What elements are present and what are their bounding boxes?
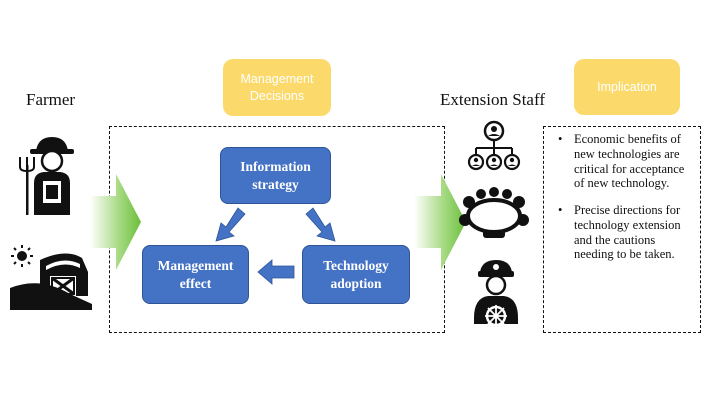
green-arrow-right <box>414 174 466 270</box>
management-decisions-tag: Management Decisions <box>223 59 331 116</box>
management-effect-node: Management effect <box>142 245 249 304</box>
implication-tag: Implication <box>574 59 680 115</box>
arrow-technology-to-management <box>257 259 295 285</box>
arrow-info-to-management <box>215 207 246 242</box>
arrow-info-to-technology <box>305 207 336 242</box>
org-chart-icon <box>467 120 521 171</box>
implication-item: Economic benefits of new technologies ar… <box>552 132 696 191</box>
implication-item: Precise directions for technology extens… <box>552 203 696 262</box>
barn-icon <box>10 253 92 310</box>
implication-list: Economic benefits of new technologies ar… <box>552 132 696 274</box>
technology-adoption-node: Technology adoption <box>302 245 410 304</box>
implication-box <box>543 126 701 333</box>
captain-icon <box>474 260 518 327</box>
farmer-label: Farmer <box>26 90 76 109</box>
information-strategy-node: Information strategy <box>220 147 331 204</box>
green-arrow-left <box>90 174 141 270</box>
farmer-icon <box>19 137 74 215</box>
extension-staff-label: Extension Staff <box>440 90 545 109</box>
meeting-table-icon <box>459 187 529 238</box>
sun-icon <box>11 245 33 267</box>
